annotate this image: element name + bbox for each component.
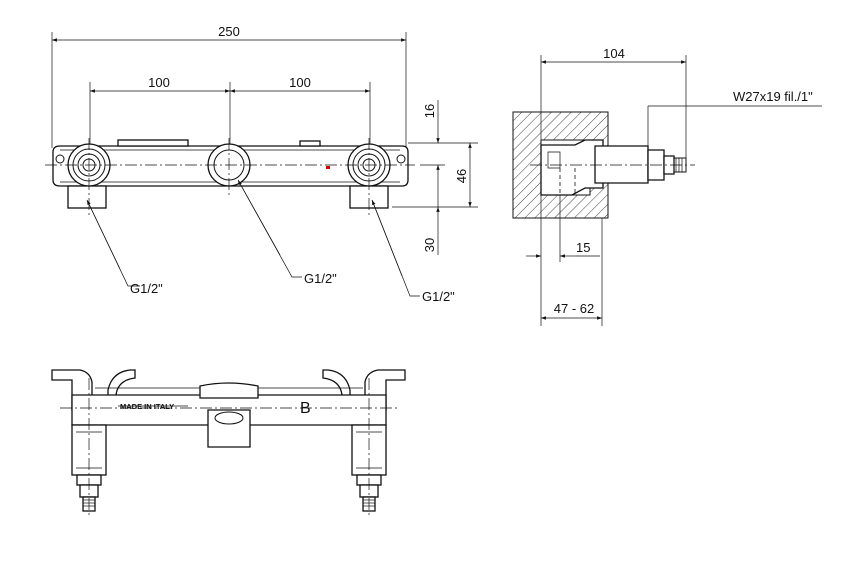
dim-wall-step: 15 — [526, 195, 600, 262]
callout-left-inlet: G1/2" — [86, 199, 163, 296]
label-right-inlet: G1/2" — [422, 289, 455, 304]
callout-center-outlet: G1/2" — [237, 179, 337, 286]
label-wall-step: 15 — [576, 240, 590, 255]
dim-depth-range: 47 - 62 — [540, 218, 603, 326]
callout-thread: W27x19 fil./1" — [647, 89, 822, 146]
front-view: 250 100 100 — [45, 24, 478, 304]
label-top-offset: 16 — [422, 104, 437, 118]
left-leg — [71, 378, 107, 518]
label-depth-range: 47 - 62 — [554, 301, 594, 316]
label-left-spacing: 100 — [148, 75, 170, 90]
right-leg — [351, 378, 387, 518]
side-valve — [530, 139, 695, 196]
mounting-hole-right — [396, 154, 406, 164]
label-body-height: 46 — [454, 169, 469, 183]
label-thread-spec: W27x19 fil./1" — [733, 89, 813, 104]
callout-right-inlet: G1/2" — [371, 199, 455, 304]
side-view: 104 W27x19 fil./1" 15 47 - 62 — [512, 46, 822, 326]
dim-overall-width: 250 — [51, 24, 407, 148]
label-overall-width: 250 — [218, 24, 240, 39]
mounting-hole-left — [55, 154, 65, 164]
label-side-depth: 104 — [603, 46, 625, 61]
dim-spacing: 100 100 — [89, 75, 371, 150]
body-stamp: MADE IN ITALY — [120, 402, 174, 411]
red-marker — [326, 166, 330, 169]
body-letter: B — [300, 400, 311, 417]
dim-side-depth: 104 — [540, 46, 687, 158]
label-right-spacing: 100 — [289, 75, 311, 90]
label-left-inlet: G1/2" — [130, 281, 163, 296]
plan-view: MADE IN ITALY B — [51, 369, 406, 518]
label-center-outlet: G1/2" — [304, 271, 337, 286]
dim-vertical-front: 16 46 30 — [392, 100, 478, 255]
label-outlet-length: 30 — [422, 238, 437, 252]
